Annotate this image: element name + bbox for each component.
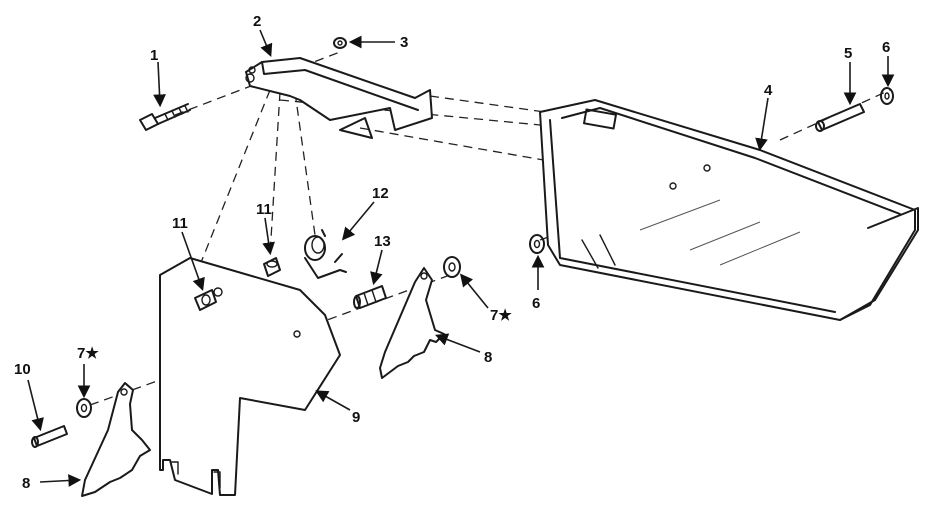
part-pin-long	[815, 103, 865, 132]
part-star-washer-right	[443, 256, 461, 278]
callout-4: 4	[764, 82, 773, 99]
part-spring	[304, 229, 347, 279]
callout-6-left: 6	[532, 295, 540, 312]
callout-3: 3	[400, 34, 408, 51]
callout-6-right: 6	[882, 39, 890, 56]
callout-7-left: 7★	[77, 345, 99, 362]
part-blade-guard	[539, 99, 919, 321]
part-spacer-right	[263, 257, 281, 277]
part-washer-left	[529, 234, 545, 254]
part-washer-right	[880, 87, 894, 105]
part-bolt	[139, 103, 191, 131]
callout-10: 10	[14, 361, 31, 378]
callout-11-left: 11	[172, 215, 188, 232]
callout-2: 2	[253, 13, 261, 30]
part-spacer-left	[194, 289, 217, 311]
callout-8-right: 8	[484, 349, 492, 366]
callout-1: 1	[150, 47, 158, 64]
callout-9: 9	[352, 409, 360, 426]
part-pin-short	[31, 425, 68, 448]
callout-11-right: 11	[256, 201, 272, 218]
callout-8-left: 8	[22, 475, 30, 492]
part-nut	[333, 37, 347, 49]
part-pawl-right	[379, 267, 445, 379]
part-star-washer-left	[76, 398, 92, 418]
part-main-plate	[159, 257, 341, 496]
part-shoulder-bolt	[353, 285, 387, 309]
callout-7-right: 7★	[490, 307, 512, 324]
callout-labels: 1 2 3 4 5 6 6 7★ 7★ 8 8 9 10 11 11 12 13	[14, 13, 890, 492]
part-bracket	[245, 57, 433, 139]
callout-13: 13	[374, 233, 391, 250]
callout-5: 5	[844, 45, 852, 62]
callout-12: 12	[372, 185, 389, 202]
leader-lines	[27, 29, 895, 487]
part-pawl-left	[81, 382, 151, 497]
